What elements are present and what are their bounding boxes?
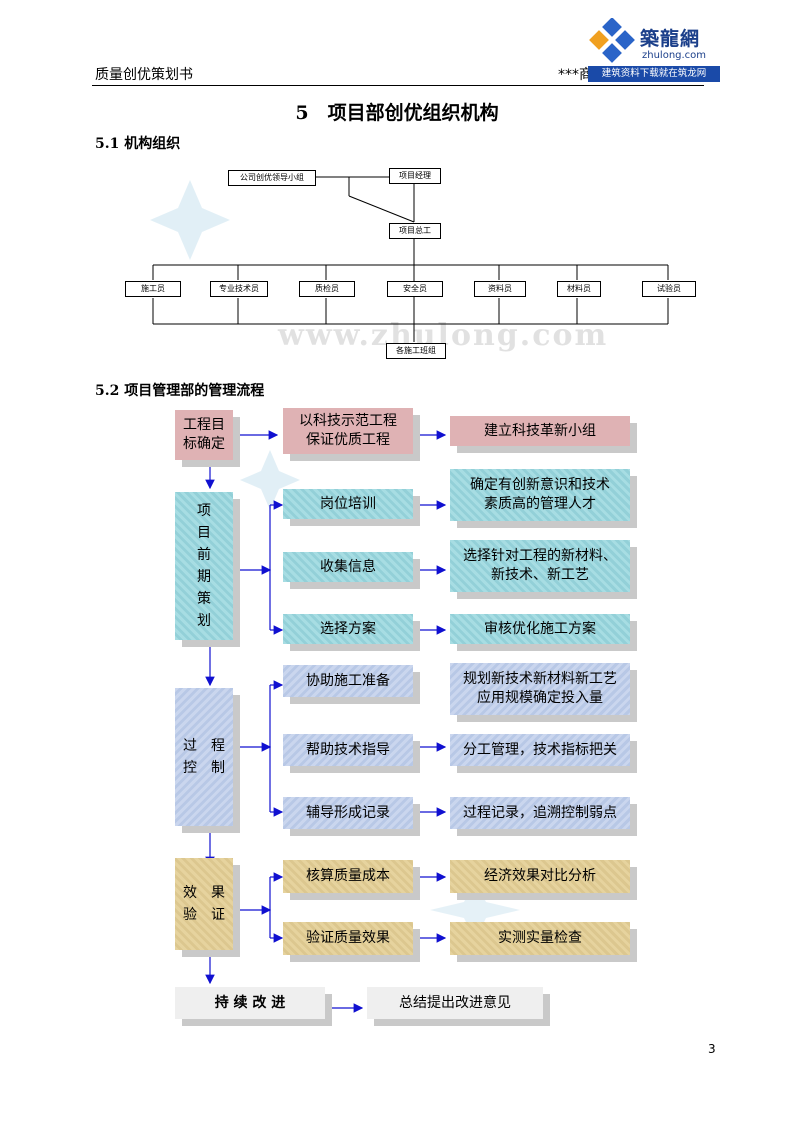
page-title: 5 项目部创优组织机构 [295,102,499,124]
org-role-technician: 专业技术员 [210,281,268,297]
talent-line-1: 确定有创新意识和技术 [470,477,610,493]
org-project-manager: 项目经理 [389,168,441,184]
planning-char-2: 目 [197,525,211,541]
new-tech-line-2: 新技术、新工艺 [491,567,589,583]
trace-box: 过程记录，追溯控制弱点 [450,797,630,829]
investment-line-2: 应用规模确定投入量 [477,690,603,706]
investment-line-1: 规划新技术新材料新工艺 [463,671,617,687]
snowflake-watermark-icon-3 [430,880,520,940]
verify-box: 效 果验 证 [175,858,233,950]
tech-demo-line-2: 保证优质工程 [306,432,390,448]
org-role-documents: 资料员 [474,281,526,297]
logo-mark-icon [589,18,635,63]
select-plan-box: 选择方案 [283,614,413,644]
measure-box: 实测实量检查 [450,922,630,955]
talent-line-2: 素质高的管理人才 [484,496,596,512]
org-role-safety: 安全员 [387,281,443,297]
goal-line-1: 工程目 [183,417,225,433]
logo-chinese: 築龍網 [640,28,701,50]
org-chief-engineer: 项目总工 [389,223,441,239]
planning-char-1: 项 [197,503,211,519]
verify-row-1: 效 果 [183,885,225,901]
goal-line-2: 标确定 [183,436,225,452]
page-number: 3 [708,1042,716,1056]
records-box: 辅导形成记录 [283,797,413,829]
investment-box: 规划新技术新材料新工艺应用规模确定投入量 [450,663,630,715]
org-work-teams: 各施工班组 [386,343,446,359]
economic-box: 经济效果对比分析 [450,860,630,893]
snowflake-watermark-icon [150,180,230,260]
header-company: ***商 [558,67,593,83]
verify-row-2: 验 证 [183,907,225,923]
org-role-construction: 施工员 [125,281,181,297]
innovation-group-box: 建立科技革新小组 [450,416,630,446]
org-role-quality: 质检员 [299,281,355,297]
org-chart-lines [152,176,669,342]
review-plan-box: 审核优化施工方案 [450,614,630,644]
improve-box: 持 续 改 进 [175,987,325,1019]
training-box: 岗位培训 [283,489,413,519]
assist-prep-box: 协助施工准备 [283,665,413,697]
process-row-1: 过 程 [183,738,225,754]
section-heading-org: 5.1 机构组织 [95,136,181,152]
tech-demo-line-1: 以科技示范工程 [299,413,397,429]
planning-char-6: 划 [197,613,211,629]
planning-char-4: 期 [197,569,211,585]
summary-box: 总结提出改进意见 [367,987,543,1019]
planning-box: 项 目 前 期 策 划 [175,492,233,640]
logo-english: zhulong.com [642,50,707,61]
zhulong-logo [588,18,720,82]
org-role-testing: 试验员 [642,281,696,297]
header-rule [92,85,704,86]
planning-char-5: 策 [197,591,211,607]
collect-info-box: 收集信息 [283,552,413,582]
goal-box: 工程目标确定 [175,410,233,460]
flow-arrows [205,430,447,1013]
cost-box: 核算质量成本 [283,860,413,893]
process-row-2: 控 制 [183,760,225,776]
planning-char-3: 前 [197,547,211,563]
division-box: 分工管理，技术指标把关 [450,734,630,766]
header-title: 质量创优策划书 [95,67,193,83]
snowflake-watermark-icon-2 [240,450,300,510]
tech-demo-box: 以科技示范工程保证优质工程 [283,408,413,454]
org-leader-group: 公司创优领导小组 [228,170,316,186]
new-tech-box: 选择针对工程的新材料、新技术、新工艺 [450,540,630,592]
logo-tagline: 建筑资料下载就在筑龙网 [588,66,720,82]
org-role-materials: 材料员 [557,281,601,297]
quality-effect-box: 验证质量效果 [283,922,413,955]
new-tech-line-1: 选择针对工程的新材料、 [463,548,617,564]
section-heading-flow: 5.2 项目管理部的管理流程 [95,383,265,399]
talent-box: 确定有创新意识和技术素质高的管理人才 [450,469,630,521]
tech-guidance-box: 帮助技术指导 [283,734,413,766]
process-control-box: 过 程控 制 [175,688,233,826]
